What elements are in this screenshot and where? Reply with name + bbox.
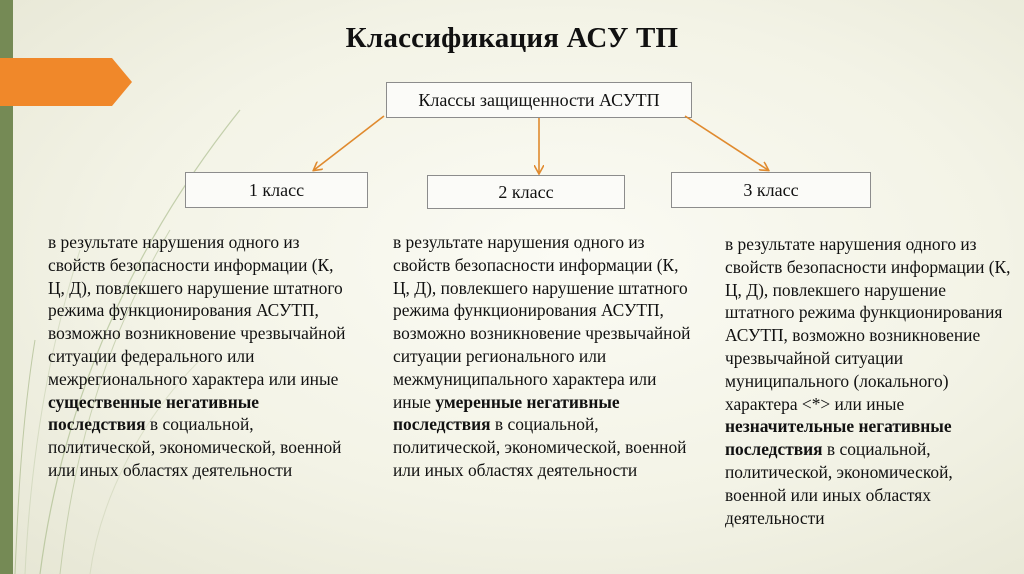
class-2-description: в результате нарушения одного из свойств… xyxy=(393,231,693,482)
class-1-label: 1 класс xyxy=(249,180,304,201)
class-3-label: 3 класс xyxy=(743,180,798,201)
page-title: Классификация АСУ ТП xyxy=(0,22,1024,55)
arrow-to-class-3 xyxy=(685,116,768,170)
class-3-description: в результате нарушения одного из свойств… xyxy=(725,233,1015,529)
class-1-box: 1 класс xyxy=(185,172,368,208)
arrow-to-class-1 xyxy=(314,116,384,170)
orange-tab-marker xyxy=(0,58,132,106)
class-2-label: 2 класс xyxy=(498,182,553,203)
class-2-box: 2 класс xyxy=(427,175,625,209)
class-1-text-before: в результате нарушения одного из свойств… xyxy=(48,232,346,389)
root-box-label: Классы защищенности АСУТП xyxy=(418,90,659,111)
class-1-description: в результате нарушения одного из свойств… xyxy=(48,231,348,482)
class-3-box: 3 класс xyxy=(671,172,871,208)
class-2-text-before: в результате нарушения одного из свойств… xyxy=(393,232,691,412)
class-3-text-before: в результате нарушения одного из свойств… xyxy=(725,234,1010,414)
root-box: Классы защищенности АСУТП xyxy=(386,82,692,118)
